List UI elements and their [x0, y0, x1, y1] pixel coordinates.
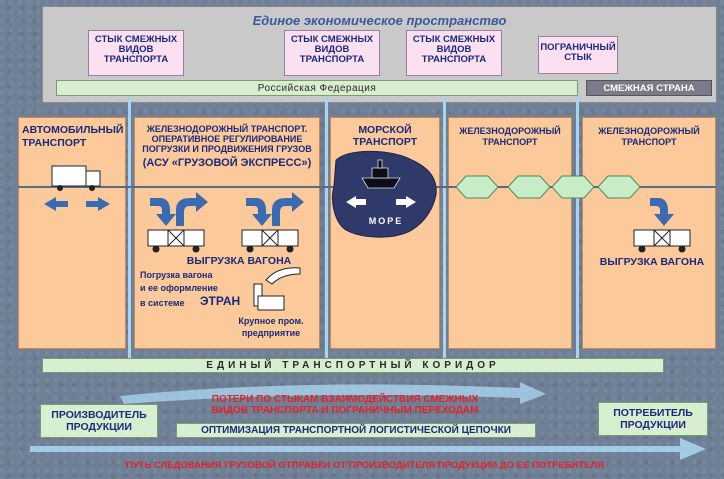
junction-box-2: Стык смежных видов транспорта	[284, 30, 380, 76]
losses-text-2: видов транспорта и пограничным переходам	[211, 405, 479, 416]
junction-box-3: Стык смежных видов транспорта	[406, 30, 502, 76]
hex-node-3	[551, 175, 595, 199]
unload-arrow-3	[650, 198, 674, 226]
losses-text-1: Потери по стыкам взаимодействия смежных	[211, 394, 479, 405]
left-right-arrows-auto	[44, 197, 110, 211]
loading-text-1: Погрузка вагона	[140, 270, 213, 280]
hex-node-4	[597, 175, 641, 199]
loading-text-3: в системе	[140, 298, 185, 308]
hex-node-1	[455, 175, 499, 199]
ship-icon	[361, 159, 401, 189]
adjacent-country-label: Смежная страна	[586, 80, 712, 96]
rail-mid-title: Железнодорожный транспорт	[459, 126, 561, 147]
return-arrow	[120, 382, 546, 404]
enterprise-label-2: предприятие	[241, 328, 301, 338]
flow-arrow	[30, 438, 706, 460]
unloading-label-2: Выгрузка вагона	[599, 256, 705, 268]
producer-box: Производитель продукции	[40, 404, 158, 438]
border-junction-box: Пограничный стык	[538, 36, 618, 74]
unload-arrow-2	[246, 198, 272, 226]
etran-label: ЭТРАН	[200, 294, 241, 308]
wagon-icon-3	[633, 229, 691, 253]
junction-line-2	[325, 96, 328, 358]
loading-text-2: и ее оформление	[140, 283, 218, 293]
auto-title: Автомобильный транспорт	[22, 124, 124, 149]
factory-icon	[253, 267, 301, 311]
sea-area	[332, 150, 437, 238]
truck-icon	[51, 165, 101, 191]
unloading-label-1: Выгрузка вагона	[186, 255, 292, 267]
sea-label: МОРЕ	[368, 216, 404, 226]
panel-auto	[18, 117, 126, 349]
junction-line-3	[443, 96, 446, 358]
load-arrow-2	[272, 192, 304, 226]
optimization-bar: Оптимизация транспортной логистической ц…	[176, 423, 536, 438]
path-text: Путь следования грузовой отправки от про…	[126, 460, 604, 471]
panel-rail-mid	[448, 117, 572, 349]
sea-title: Морской транспорт	[352, 124, 418, 148]
wagon-icon-1	[147, 229, 205, 253]
border-line	[576, 96, 579, 358]
economic-space-title: Единое экономическое пространство	[252, 13, 507, 28]
rail-ru-title: Железнодорожный транспорт. Оперативное р…	[142, 124, 312, 154]
unload-arrow-1	[150, 198, 176, 226]
junction-line-1	[128, 96, 131, 358]
rail-ru-system: (АСУ «Грузовой экспресс»)	[142, 157, 312, 169]
transport-corridor-bar: Единый транспортный коридор	[42, 358, 664, 373]
wagon-icon-2	[241, 229, 299, 253]
junction-box-1: Стык смежных видов транспорта	[88, 30, 184, 76]
hex-node-2	[507, 175, 551, 199]
load-arrow-1	[176, 192, 208, 226]
enterprise-label-1: Крупное пром.	[238, 316, 304, 326]
left-right-arrows-sea	[346, 196, 416, 208]
rail-adj-title: Железнодорожный транспорт	[598, 126, 700, 147]
consumer-box: Потребитель продукции	[598, 402, 708, 436]
russian-federation-bar: Российская Федерация	[56, 80, 578, 96]
